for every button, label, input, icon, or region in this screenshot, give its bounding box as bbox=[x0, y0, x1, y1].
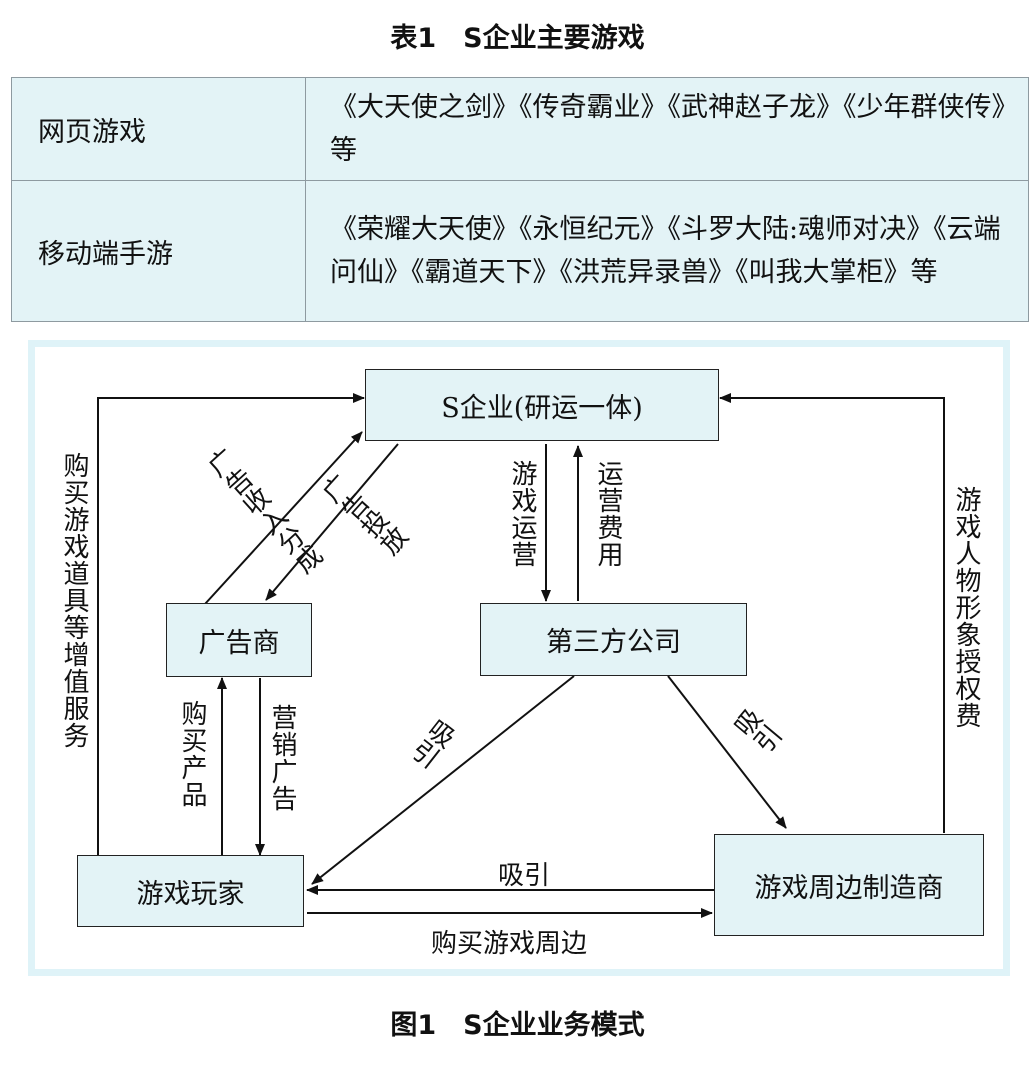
node-player: 游戏玩家 bbox=[77, 855, 304, 927]
arrow-attract-player bbox=[311, 675, 575, 885]
node-merch-maker: 游戏周边制造商 bbox=[714, 834, 984, 936]
games-table: 网页游戏 《大天使之剑》《传奇霸业》《武神赵子龙》《少年群侠传》等 移动端手游 … bbox=[11, 77, 1029, 322]
table-row: 移动端手游 《荣耀大天使》《永恒纪元》《斗罗大陆:魂师对决》《云端问仙》《霸道天… bbox=[11, 180, 1029, 322]
label-buy-merch: 购买游戏周边 bbox=[431, 929, 588, 959]
label-operation-fee: 运营费用 bbox=[593, 460, 623, 568]
node-enterprise: S企业(研运一体) bbox=[365, 369, 719, 441]
arrow-buy-items bbox=[97, 393, 365, 856]
node-third-party: 第三方公司 bbox=[480, 603, 747, 676]
figure-caption: 图1 S企业业务模式 bbox=[390, 1010, 645, 1041]
arrow-ad-revenue bbox=[204, 431, 363, 605]
table-row: 网页游戏 《大天使之剑》《传奇霸业》《武神赵子龙》《少年群侠传》等 bbox=[11, 77, 1029, 181]
arrow-attract-merch bbox=[667, 675, 787, 829]
category-cell: 移动端手游 bbox=[11, 180, 306, 322]
label-license-fee: 游戏人物形象授权费 bbox=[951, 486, 981, 729]
label-buy-product: 购买产品 bbox=[177, 700, 207, 808]
label-attract-back: 吸引 bbox=[498, 861, 551, 891]
games-cell: 《荣耀大天使》《永恒纪元》《斗罗大陆:魂师对决》《云端问仙》《霸道天下》《洪荒异… bbox=[305, 180, 1029, 322]
label-marketing-ads: 营销广告 bbox=[267, 704, 297, 812]
games-cell: 《大天使之剑》《传奇霸业》《武神赵子龙》《少年群侠传》等 bbox=[305, 77, 1029, 181]
label-buy-items: 购买游戏道具等增值服务 bbox=[59, 452, 89, 749]
label-game-operation: 游戏运营 bbox=[507, 460, 537, 568]
arrow-ad-placement bbox=[265, 443, 399, 601]
node-advertiser: 广告商 bbox=[166, 603, 312, 677]
arrow-license-fee bbox=[719, 393, 945, 833]
category-cell: 网页游戏 bbox=[11, 77, 306, 181]
table-caption: 表1 S企业主要游戏 bbox=[390, 23, 645, 54]
